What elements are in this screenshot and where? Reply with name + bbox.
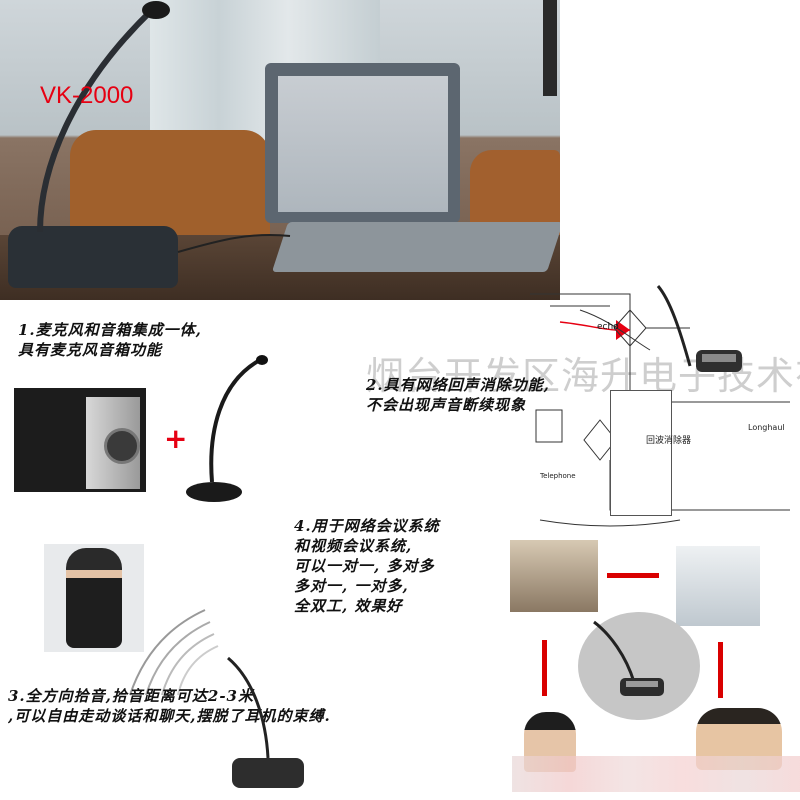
conference-mic-base <box>8 226 178 288</box>
feature-2-line-1: 2.具有网络回声消除功能, <box>366 376 550 394</box>
feature-3-line-2: ,可以自由走动谈话和聊天,摆脱了耳机的束缚. <box>8 707 331 725</box>
model-label: VK-2000 <box>40 82 134 109</box>
desk-mic-gooseneck <box>209 355 268 483</box>
connection-line <box>607 573 659 578</box>
conference-mic-unit <box>232 758 304 788</box>
longhaul-label: Longhaul <box>748 423 785 432</box>
plus-symbol: + <box>164 422 188 455</box>
feature-1-line-2: 具有麦克风音箱功能 <box>18 341 163 359</box>
center-mic-icon <box>593 620 664 696</box>
wall <box>560 0 800 300</box>
sound-waves <box>129 609 219 696</box>
picture-frame <box>543 0 557 96</box>
feature-1-caption: 1.麦克风和音箱集成一体, 具有麦克风音箱功能 <box>18 320 202 360</box>
feature-4-line-4: 多对一, 一对多, <box>294 577 409 595</box>
laptop-user-photo <box>676 546 760 626</box>
woman-figure <box>66 548 122 648</box>
blurred-band <box>512 756 800 792</box>
desk-mic-base <box>186 482 242 502</box>
feature-3-line-1: 3.全方向拾音,拾音距离可达2-3米 <box>8 687 254 705</box>
feature-4-line-3: 可以一对一, 多对多 <box>294 557 435 575</box>
echo-label: echo <box>597 322 619 332</box>
speaker-cone <box>104 428 140 464</box>
connection-line <box>718 642 723 698</box>
feature-4-caption: 4.用于网络会议系统 和视频会议系统, 可以一对一, 多对多 多对一, 一对多,… <box>294 516 440 616</box>
echo-canceller-box <box>610 390 672 516</box>
feature-4-line-5: 全双工, 效果好 <box>294 597 403 615</box>
sofa-left <box>70 130 270 240</box>
mic-diagram-photo <box>656 285 742 372</box>
laptop-display <box>278 76 448 212</box>
connection-line <box>542 640 547 696</box>
meeting-photo <box>510 540 598 612</box>
center-mic-circle <box>578 612 700 720</box>
telephone-label: Telephone <box>540 472 576 480</box>
conference-mic-gooseneck <box>227 656 270 759</box>
echo-canceller-label: 回波消除器 <box>646 436 692 446</box>
feature-4-line-1: 4.用于网络会议系统 <box>294 517 440 535</box>
mic-gooseneck-top <box>37 1 291 253</box>
feature-4-line-2: 和视频会议系统, <box>294 537 413 555</box>
feature-2-caption: 2.具有网络回声消除功能, 不会出现声音断续现象 <box>366 375 550 415</box>
feature-1-line-1: 1.麦克风和音箱集成一体, <box>18 321 202 339</box>
feature-2-line-2: 不会出现声音断续现象 <box>366 396 527 414</box>
feature-3-caption: 3.全方向拾音,拾音距离可达2-3米 ,可以自由走动谈话和聊天,摆脱了耳机的束缚… <box>8 686 331 726</box>
